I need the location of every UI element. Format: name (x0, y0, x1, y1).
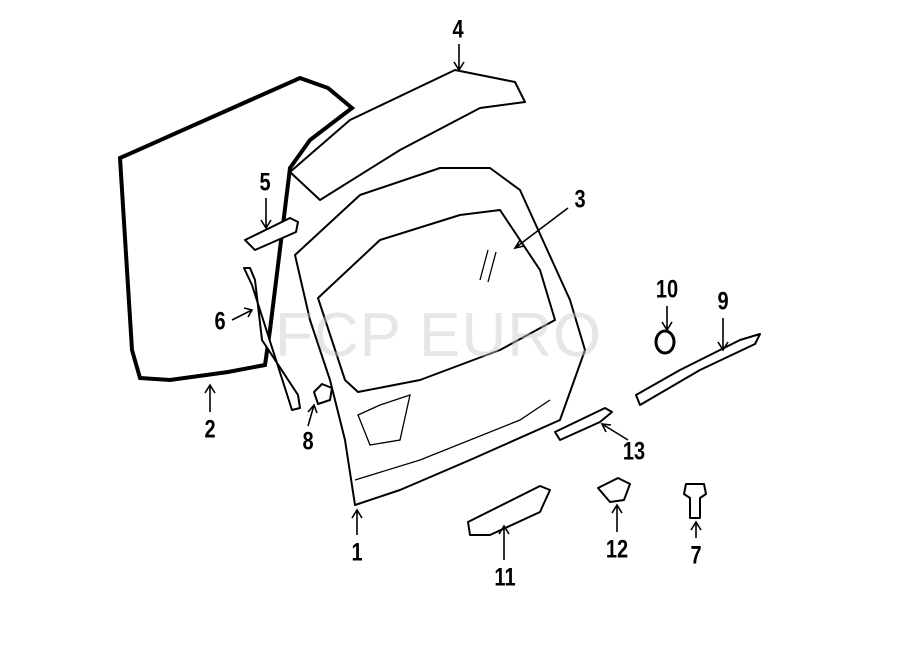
clip-part (597, 477, 631, 503)
callout-3[interactable]: 3 (574, 185, 586, 214)
latch-part (467, 485, 551, 536)
callout-2[interactable]: 2 (204, 415, 216, 444)
lift-support-part (243, 267, 301, 411)
bracket-part (554, 407, 613, 441)
bumper-part (313, 383, 333, 405)
callout-9[interactable]: 9 (717, 287, 729, 316)
hinge-part (244, 217, 299, 251)
emblem-part (654, 329, 676, 355)
applique-part (635, 333, 761, 406)
spoiler-part (289, 69, 526, 201)
weatherstrip-part (117, 75, 356, 383)
callout-1[interactable]: 1 (351, 538, 363, 567)
callout-7[interactable]: 7 (690, 541, 702, 570)
bolt-part (683, 483, 707, 519)
callout-12[interactable]: 12 (605, 535, 629, 564)
callout-13[interactable]: 13 (622, 437, 646, 466)
glass-part (317, 209, 556, 393)
callout-4[interactable]: 4 (452, 15, 464, 44)
callout-10[interactable]: 10 (655, 275, 679, 304)
callout-8[interactable]: 8 (302, 427, 314, 456)
callout-6[interactable]: 6 (214, 307, 226, 336)
callout-11[interactable]: 11 (494, 563, 516, 592)
callout-arrows (204, 44, 729, 560)
callout-5[interactable]: 5 (259, 168, 271, 197)
watermark: FCP EURO (275, 301, 603, 370)
